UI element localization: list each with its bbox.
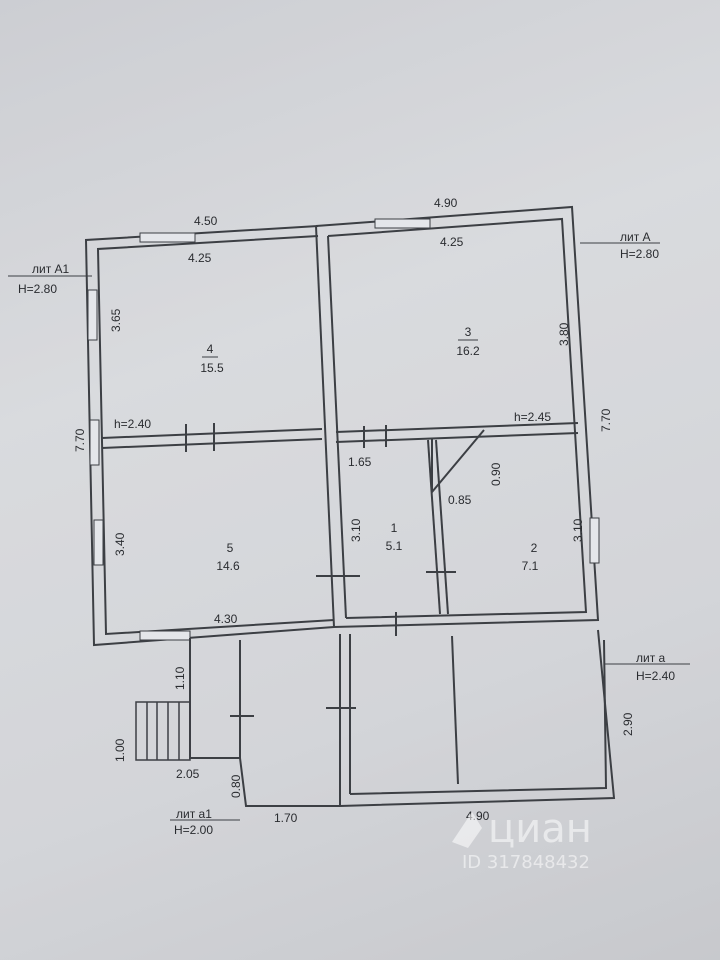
room-4-number: 4 bbox=[207, 342, 214, 356]
room-4-area: 15.5 bbox=[200, 361, 224, 375]
dim-top-left-inner: 4.25 bbox=[188, 251, 212, 265]
dim-right-total: 7.70 bbox=[599, 408, 613, 432]
ceiling-height-right: h=2.45 bbox=[514, 410, 551, 424]
dim-left-total: 7.70 bbox=[73, 428, 87, 452]
building-a-small-height: Н=2.40 bbox=[636, 669, 675, 683]
building-a1-name: лит А1 bbox=[32, 262, 70, 276]
ceiling-height-left: h=2.40 bbox=[114, 417, 151, 431]
room-1-area: 5.1 bbox=[386, 539, 403, 553]
annex-door-marks bbox=[230, 645, 356, 717]
stair-closet bbox=[431, 429, 485, 495]
room-labels: 4 15.5 3 16.2 5 14.6 1 5.1 2 7.1 bbox=[200, 325, 538, 573]
dim-annex-height: 2.90 bbox=[621, 712, 635, 736]
watermark-brand: циан bbox=[488, 806, 592, 852]
main-house-walls bbox=[84, 205, 600, 647]
door-marks bbox=[185, 423, 456, 636]
cian-logo-icon bbox=[452, 812, 482, 848]
dim-left-bottom: 3.40 bbox=[113, 532, 127, 556]
building-a1-small-name: лит а1 bbox=[176, 807, 212, 821]
building-a-name: лит А bbox=[620, 230, 651, 244]
ceiling-heights: h=2.40 h=2.45 bbox=[114, 410, 551, 431]
dimension-labels: 4.50 4.25 4.90 4.25 3.65 7.70 3.40 3.80 … bbox=[73, 196, 635, 825]
building-a-height: Н=2.80 bbox=[620, 247, 659, 261]
dim-top-right-inner: 4.25 bbox=[440, 235, 464, 249]
dim-closet-height: 0.90 bbox=[489, 462, 503, 486]
porch-steps bbox=[135, 701, 191, 761]
dim-closet-width: 0.85 bbox=[448, 493, 472, 507]
dim-steps-height: 1.00 bbox=[113, 738, 127, 762]
windows bbox=[87, 218, 600, 641]
room-3-number: 3 bbox=[465, 325, 472, 339]
dim-room1-width: 1.65 bbox=[348, 455, 372, 469]
room-2-area: 7.1 bbox=[522, 559, 539, 573]
room-5-area: 14.6 bbox=[216, 559, 240, 573]
dim-left-top: 3.65 bbox=[109, 308, 123, 332]
building-a1-height: Н=2.80 bbox=[18, 282, 57, 296]
dim-room1-height: 3.10 bbox=[349, 518, 363, 542]
label-leaders bbox=[8, 242, 690, 821]
dim-top-left-outer: 4.50 bbox=[194, 214, 218, 228]
dim-top-right-outer: 4.90 bbox=[434, 196, 458, 210]
building-labels: лит А1 Н=2.80 лит А Н=2.80 лит а Н=2.40 … bbox=[18, 230, 675, 837]
dim-porch-width: 2.05 bbox=[176, 767, 200, 781]
room-1-number: 1 bbox=[391, 521, 398, 535]
dim-porch-height: 1.10 bbox=[173, 666, 187, 690]
dim-room5-bottom: 4.30 bbox=[214, 612, 238, 626]
dim-room2-height: 3.10 bbox=[571, 518, 585, 542]
dim-room3-height: 3.80 bbox=[557, 322, 571, 346]
room-2-number: 2 bbox=[531, 541, 538, 555]
watermark-id: ID 317848432 bbox=[462, 852, 590, 873]
cian-watermark: циан ID 317848432 bbox=[452, 806, 592, 873]
room-3-area: 16.2 bbox=[456, 344, 480, 358]
building-a-small-name: лит а bbox=[636, 651, 666, 665]
dim-vestibule-width: 1.70 bbox=[274, 811, 298, 825]
room-5-number: 5 bbox=[227, 541, 234, 555]
dim-vestibule-height: 0.80 bbox=[229, 774, 243, 798]
building-a1-small-height: Н=2.00 bbox=[174, 823, 213, 837]
